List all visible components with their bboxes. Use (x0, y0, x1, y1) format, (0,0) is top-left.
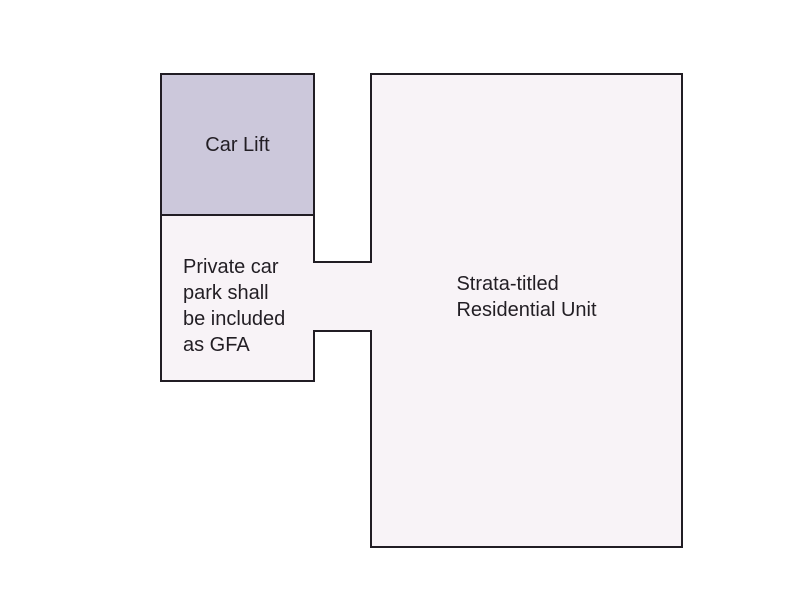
residential-unit-label-line-2: Residential Unit (456, 299, 597, 321)
residential-unit-label: Strata-titled Residential Unit (371, 271, 682, 323)
private-car-park-label: Private car park shall be included as GF… (183, 254, 285, 358)
car-lift-label: Car Lift (205, 133, 270, 156)
private-car-park-label-line-1: Private car (183, 256, 279, 278)
residential-unit-label-text: Strata-titled Residential Unit (456, 271, 596, 323)
residential-unit-label-line-1: Strata-titled (456, 273, 559, 295)
private-car-park-label-line-3: be included (183, 308, 286, 330)
private-car-park-label-line-2: park shall (183, 282, 269, 304)
car-lift-region (160, 73, 315, 216)
private-car-park-label-line-4: as GFA (183, 334, 250, 356)
